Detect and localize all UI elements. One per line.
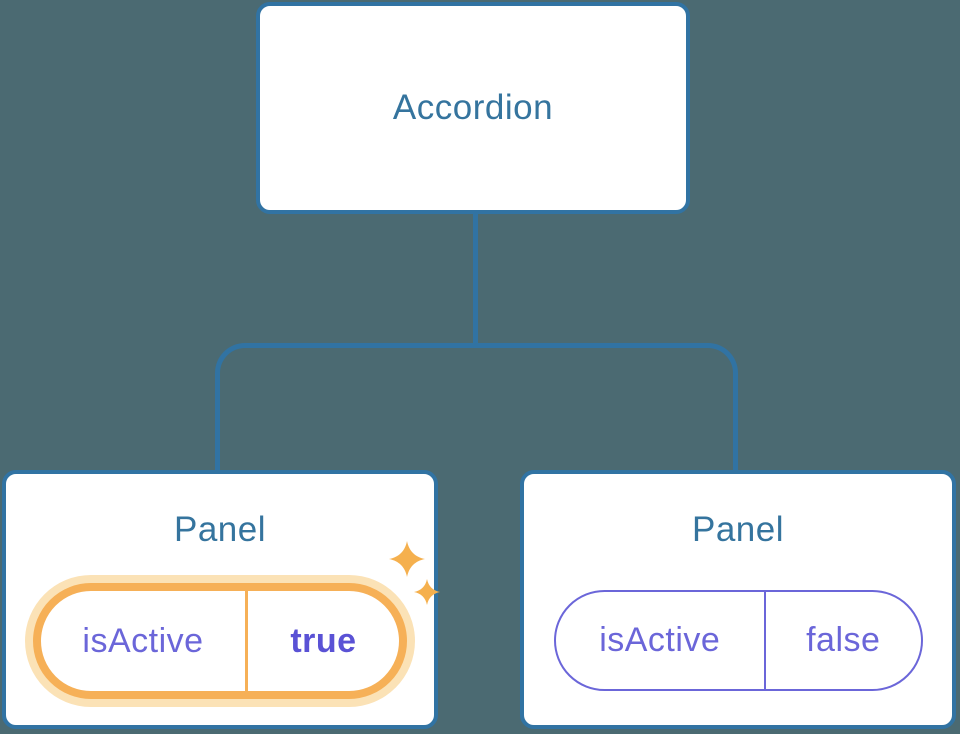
connector-trunk-line [473, 214, 478, 345]
panel-label: Panel [691, 510, 785, 549]
prop-pill-active: isActive true [33, 583, 407, 699]
prop-name: isActive [556, 592, 767, 689]
connector-branch-line [215, 343, 738, 471]
sparkles-icon [389, 541, 440, 605]
panel-node-inactive: Panel isActive false [520, 470, 956, 729]
prop-value: false [806, 621, 881, 659]
prop-value: true [290, 621, 357, 660]
accordion-label: Accordion [392, 88, 554, 127]
prop-name: isActive [41, 591, 248, 691]
accordion-node: Accordion [256, 2, 690, 214]
prop-pill-inactive: isActive false [553, 590, 923, 691]
panel-label: Panel [173, 510, 267, 549]
panel-node-active: Panel isActive true [2, 470, 440, 729]
